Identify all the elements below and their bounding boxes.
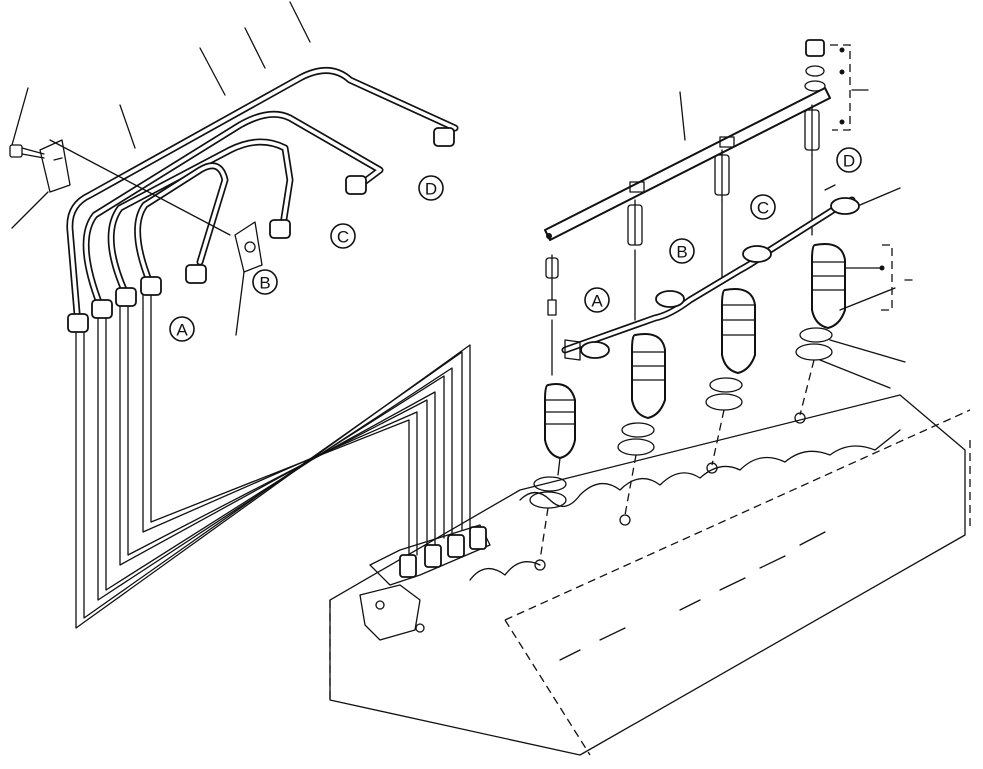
injector-3	[706, 150, 755, 473]
svg-text:C: C	[337, 228, 349, 247]
svg-text:A: A	[176, 321, 188, 340]
injection-pipe-set: A B C D	[10, 2, 470, 628]
svg-text:D: D	[425, 180, 437, 199]
pipe-nut-b	[270, 220, 290, 238]
injector-1	[530, 255, 575, 570]
svg-text:B: B	[259, 274, 270, 293]
svg-text:B: B	[676, 243, 687, 262]
injector-callout-a: A	[585, 288, 609, 312]
pipe-nut-3	[116, 288, 136, 306]
pipe-nut-d	[434, 128, 454, 146]
leak-off-pipe	[565, 185, 859, 360]
pipe-callout-c: C	[331, 224, 355, 248]
pipe-clamp	[235, 222, 262, 272]
upper-pipes	[86, 114, 380, 305]
pipe-nut-a	[186, 265, 206, 283]
clamp-bolt	[10, 140, 70, 192]
engine-head	[330, 395, 970, 755]
injector-callout-b: B	[670, 239, 694, 263]
pipe-nut-c	[346, 176, 366, 194]
pipe-nut-2	[92, 300, 112, 318]
injector-2	[618, 200, 665, 525]
top-nut-washers	[805, 40, 868, 130]
pipe-nut-1	[68, 314, 88, 332]
pipe-nut-4	[141, 277, 161, 295]
leader-lines-right	[820, 188, 912, 388]
injector-callout-d: D	[837, 148, 861, 172]
injector-callout-c: C	[751, 195, 775, 219]
pipe-callout-d: D	[419, 176, 443, 200]
svg-text:D: D	[843, 152, 855, 171]
fuel-pump-outlets	[360, 525, 490, 640]
leak-off-bar	[545, 88, 830, 240]
pipe-callout-a: A	[170, 317, 194, 341]
pipe-callout-b: B	[253, 270, 277, 294]
svg-text:A: A	[591, 292, 603, 311]
svg-text:C: C	[757, 199, 769, 218]
